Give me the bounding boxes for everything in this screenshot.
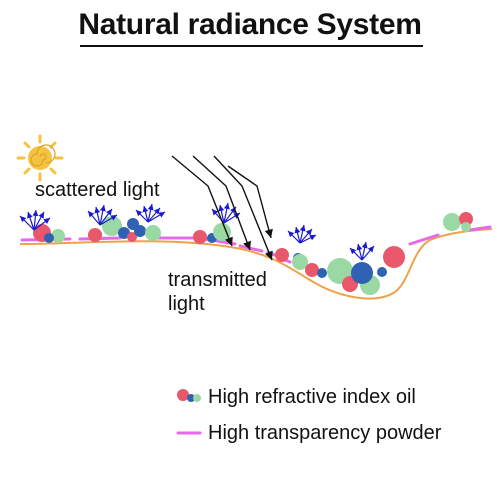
legend-item-powder: High transparency powder [176, 422, 441, 444]
scattered-light-arrows [19, 202, 375, 261]
title-underline [80, 45, 423, 47]
diagram-title: Natural radiance System [78, 8, 422, 41]
sun-icon [16, 134, 64, 182]
skin-surface-line [19, 228, 493, 300]
scattered-light-label: scattered light [35, 179, 160, 201]
oil-particles-icon [177, 389, 201, 402]
legend-label-oil: High refractive index oil [208, 386, 416, 408]
incoming-light-arrows [171, 155, 273, 261]
powder-line-icon [176, 431, 202, 435]
transmitted-light-label-line2: light [168, 293, 205, 315]
transmitted-light-label: transmitted [168, 269, 267, 291]
legend-item-oil: High refractive index oil [176, 386, 416, 408]
legend-label-powder: High transparency powder [208, 422, 442, 444]
